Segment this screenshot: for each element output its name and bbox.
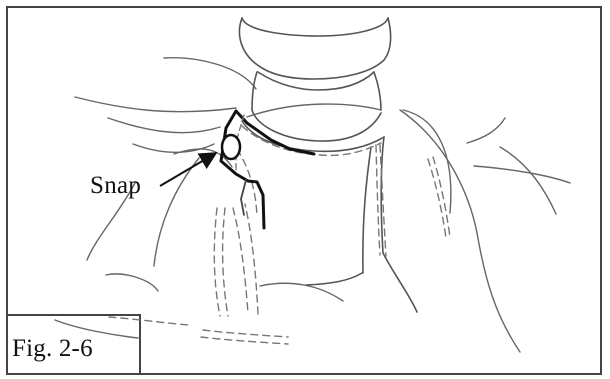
shirt-lines [55,58,570,352]
figure-caption: Fig. 2-6 [12,336,93,361]
snap-icon [222,135,240,159]
callout-arrow [160,153,216,186]
neck-form [239,18,390,110]
callout-label: Snap [90,173,141,198]
collar-outline [242,110,417,312]
